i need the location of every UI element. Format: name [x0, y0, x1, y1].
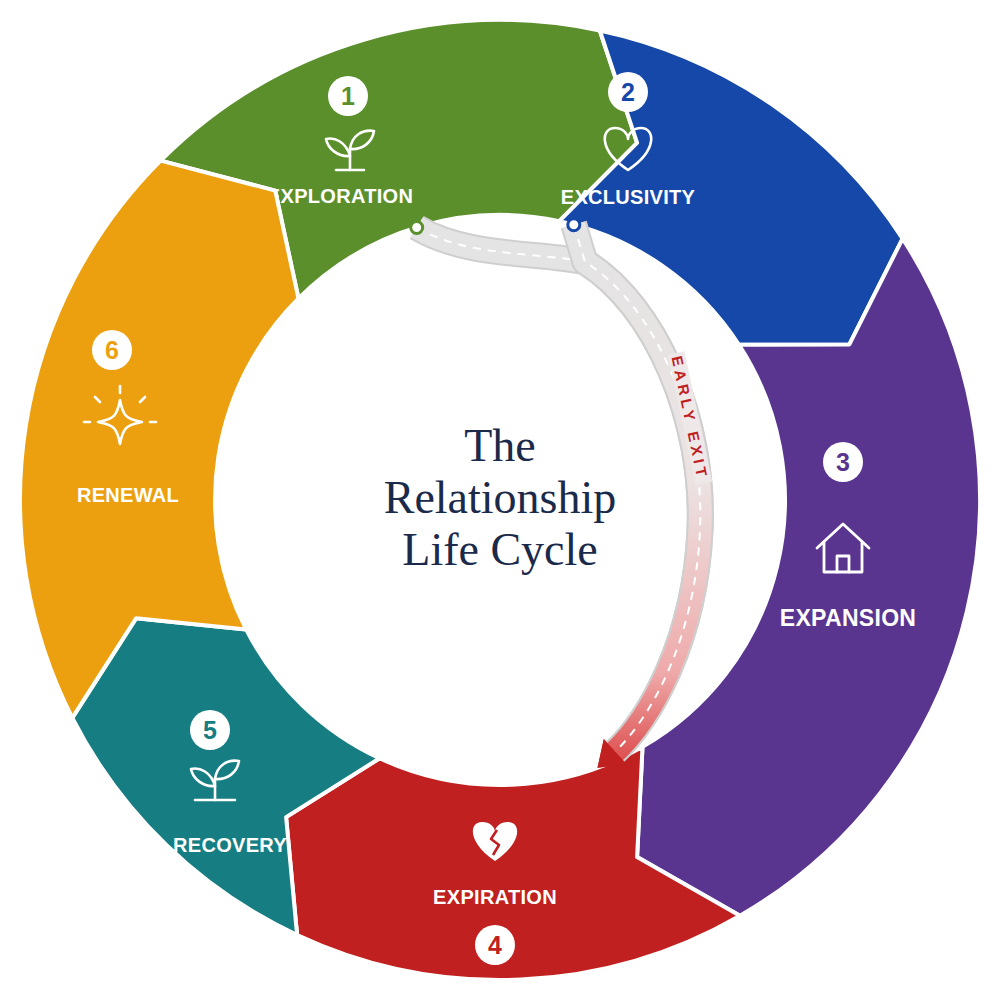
cycle-stage-arrow: 3EXPANSION: [631, 232, 986, 922]
road-edge: [574, 225, 701, 755]
road-start-dot: [568, 219, 580, 231]
cycle-stage-arrow: 2EXCLUSIVITY: [553, 24, 909, 351]
road-surface: [417, 228, 701, 755]
cycle-stage-arrow: 6RENEWAL: [14, 154, 305, 724]
road-centre-line: [574, 225, 701, 755]
stage-label: EXCLUSIVITY: [561, 186, 695, 209]
road-surface: [574, 225, 701, 755]
stage-number: 3: [823, 442, 863, 482]
stage-arrow-shape: [631, 232, 986, 922]
stage-arrow-outline: [559, 31, 902, 345]
heart-icon: [605, 128, 651, 170]
stage-label: EXPLORATION: [267, 185, 413, 208]
early-exit-road: [411, 222, 701, 768]
broken-heart-icon: [473, 822, 517, 861]
stage-arrow-shape: [66, 612, 386, 942]
stage-label: RECOVERY: [173, 834, 287, 857]
cycle-stage-arrow: 5RECOVERY: [66, 612, 386, 942]
stage-number: 6: [92, 330, 132, 370]
road-start-dot: [411, 222, 423, 234]
stage-arrow-shape: [14, 154, 305, 724]
diagram-title: The Relationship Life Cycle: [350, 420, 650, 576]
stage-number: 2: [608, 72, 648, 112]
stage-arrow-outline: [72, 618, 379, 935]
stage-arrow-outline: [20, 161, 298, 718]
sparkle-icon: [84, 386, 156, 444]
edge-label: EARLY EXIT: [668, 351, 712, 484]
stage-number: 5: [190, 710, 230, 750]
stage-label: EXPANSION: [780, 605, 916, 632]
road-centre-line: [417, 228, 701, 755]
sprout-icon: [326, 131, 374, 170]
early-exit-road: [568, 219, 701, 768]
stage-label: RENEWAL: [77, 484, 179, 507]
stage-number: 4: [475, 925, 515, 965]
arrow-head: [598, 739, 627, 768]
stage-number: 1: [328, 76, 368, 116]
house-icon: [817, 524, 869, 572]
sprout-icon: [191, 761, 239, 800]
stage-arrow-outline: [286, 747, 740, 980]
arrow-head: [598, 739, 627, 768]
stage-arrow-outline: [637, 239, 980, 916]
road-edge: [417, 228, 701, 755]
stage-label: EXPIRATION: [433, 886, 557, 909]
